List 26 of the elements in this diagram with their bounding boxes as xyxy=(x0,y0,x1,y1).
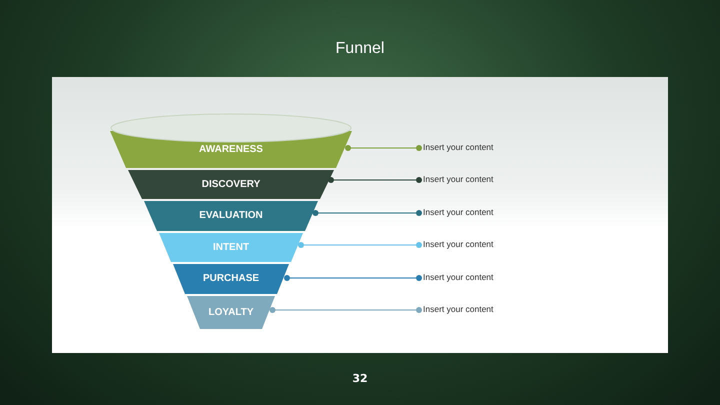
content-text: Insert your content xyxy=(423,174,494,184)
content-text: Insert your content xyxy=(423,207,494,217)
leader-line xyxy=(345,145,422,151)
stage-label: DISCOVERY xyxy=(200,178,262,190)
leader-line xyxy=(270,307,422,313)
leader-line xyxy=(328,177,422,183)
leader-line xyxy=(312,210,422,216)
funnel-segment xyxy=(144,201,318,231)
leader-line xyxy=(284,275,422,281)
stage-label: INTENT xyxy=(212,242,250,252)
stage-label: PURCHASE xyxy=(202,273,260,284)
funnel-segment xyxy=(173,264,289,294)
slide-title: Funnel xyxy=(334,40,386,58)
leader-line xyxy=(298,242,422,248)
funnel-segment xyxy=(187,296,275,329)
funnel-segment xyxy=(128,170,334,199)
content-text: Insert your content xyxy=(423,239,494,249)
content-text: Insert your content xyxy=(423,304,494,314)
content-text: Insert your content xyxy=(423,272,494,282)
funnel-segment xyxy=(110,111,352,168)
stage-label: EVALUATION xyxy=(198,210,264,221)
page-number: 32 xyxy=(351,372,369,385)
funnel-segment xyxy=(159,233,303,262)
content-text: Insert your content xyxy=(423,142,494,152)
stage-label: AWARENESS xyxy=(198,144,264,154)
stage-label: LOYALTY xyxy=(207,306,254,318)
